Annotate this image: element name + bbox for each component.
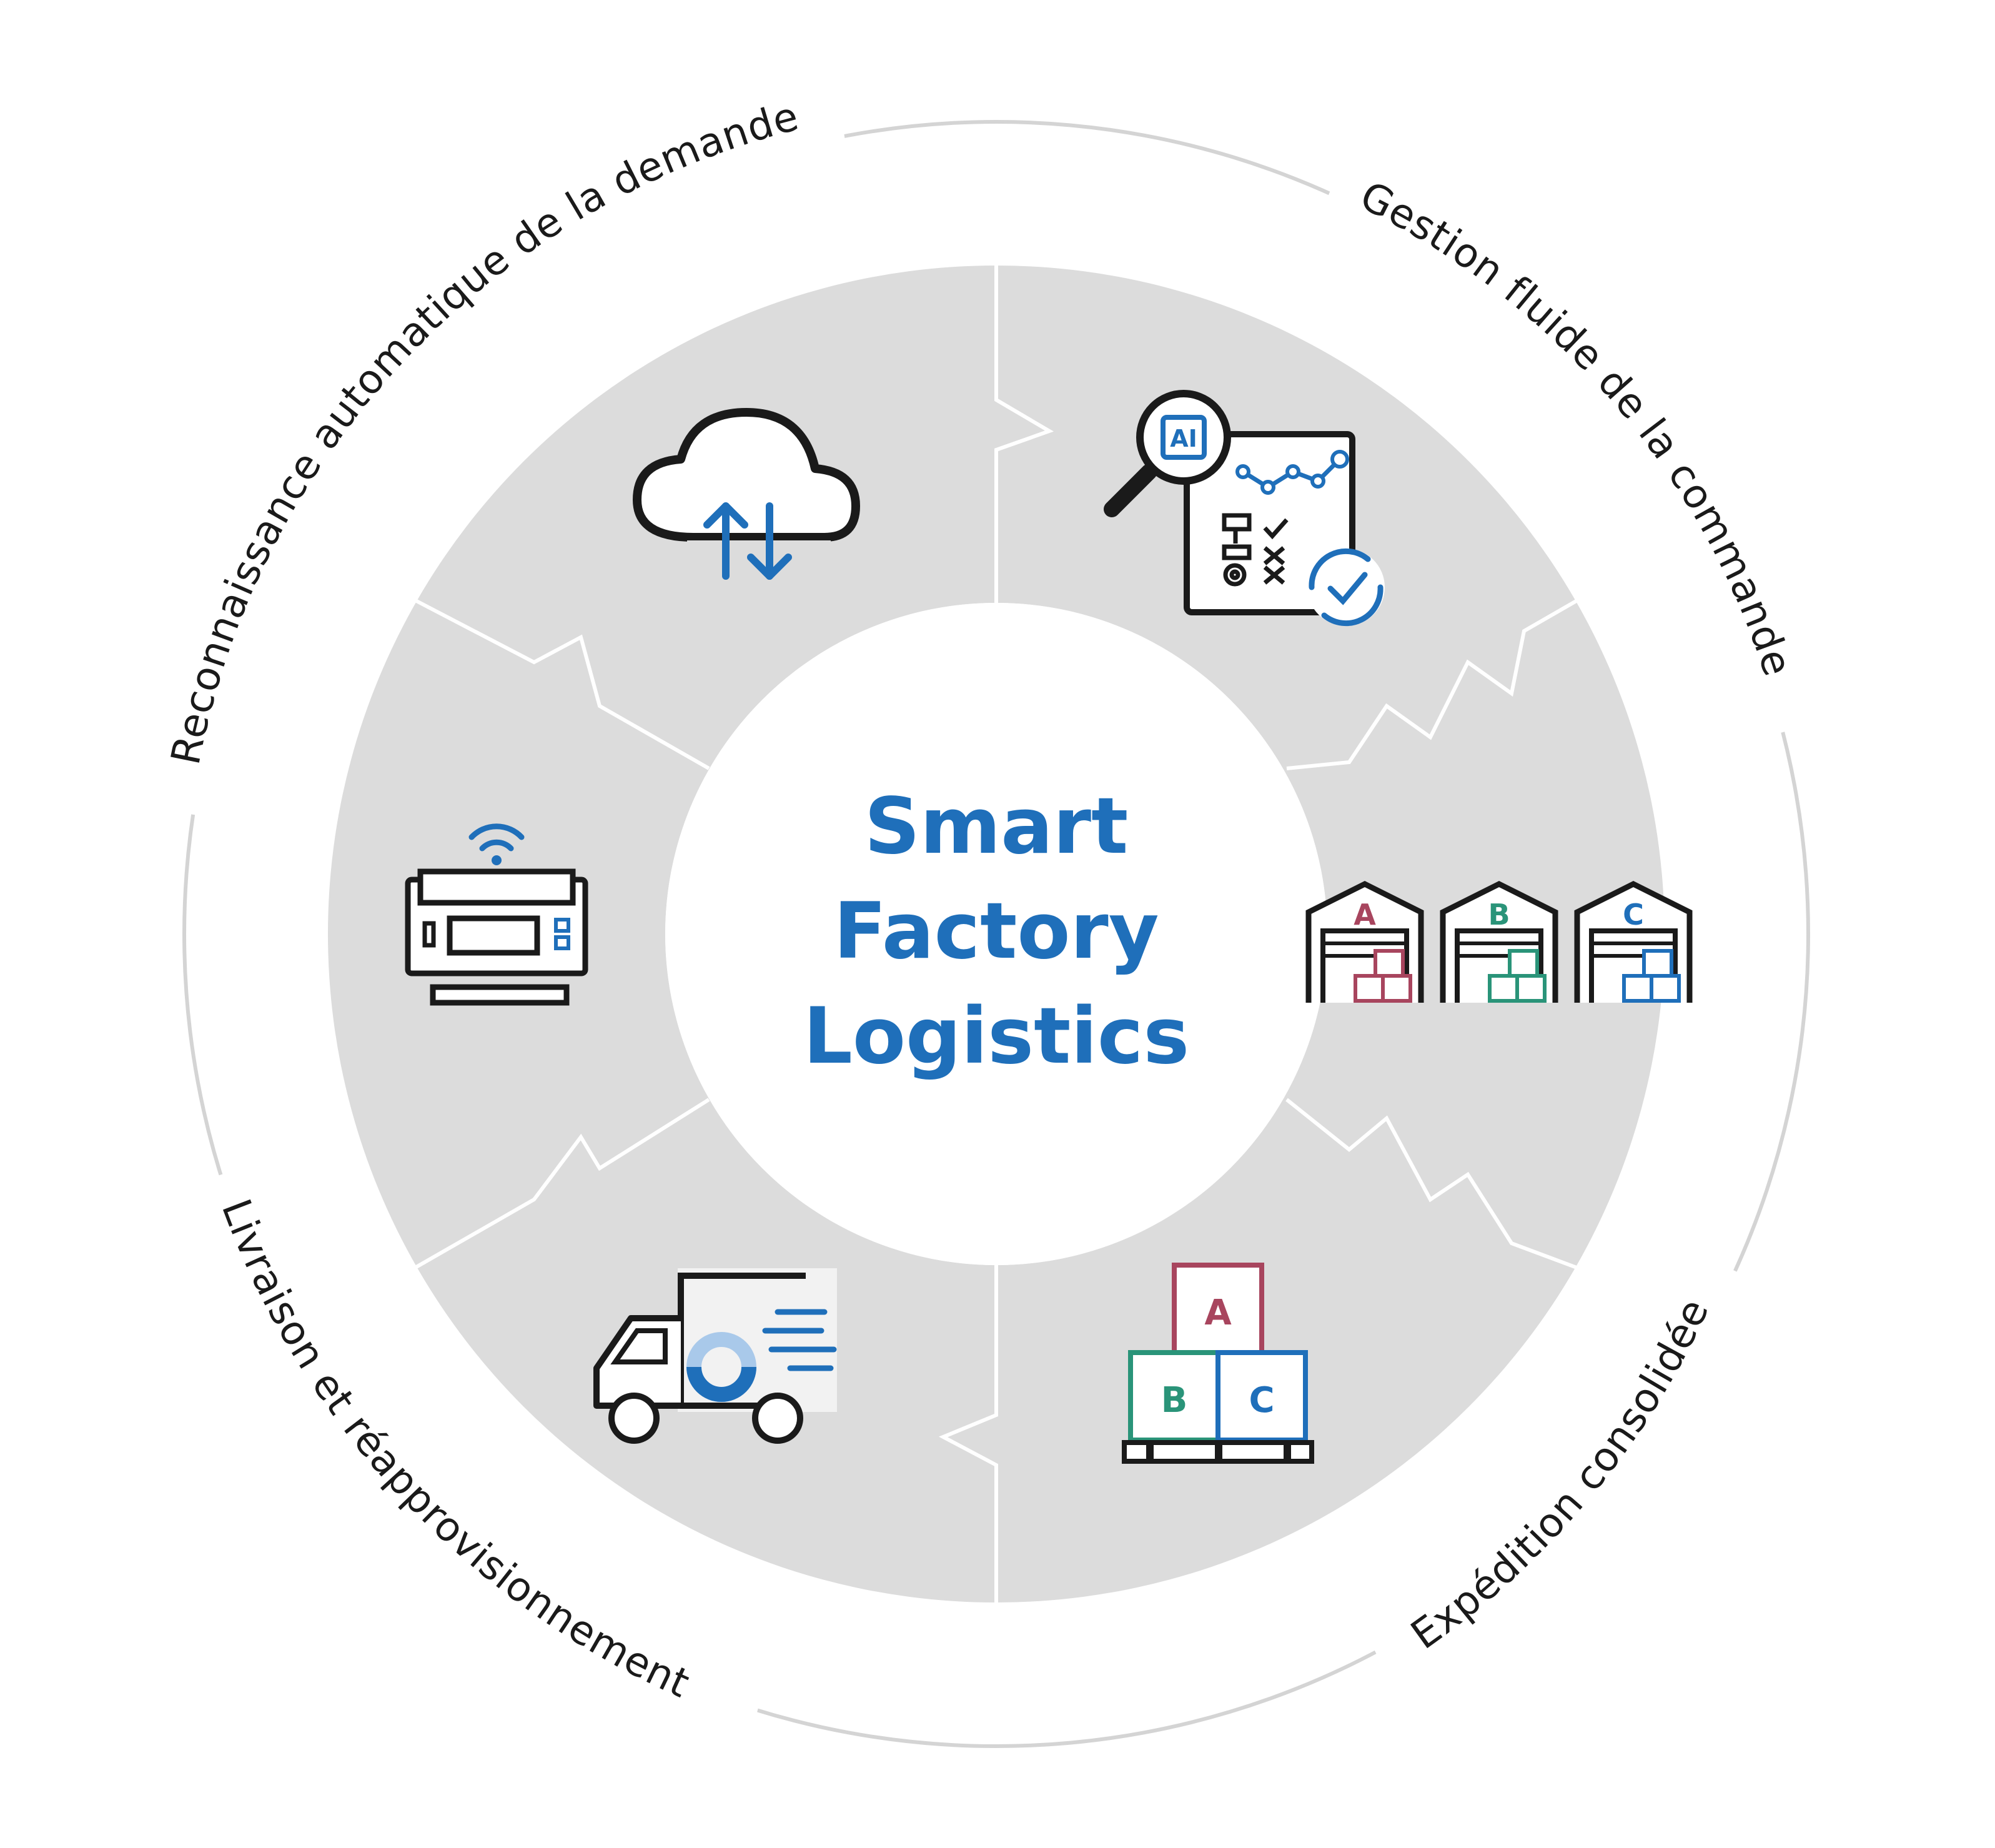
ai-checklist-icon: AI (1104, 390, 1385, 627)
warehouse-a-letter: A (1354, 898, 1376, 931)
delivery-truck-icon (593, 1268, 837, 1444)
label-gap-br (1355, 1254, 1785, 1697)
label-gap-bl (159, 1165, 772, 1751)
label-gap-tl (131, 83, 852, 820)
ai-chip-label: AI (1170, 425, 1197, 452)
box-a-letter: A (1204, 1293, 1232, 1333)
connected-machine-icon (405, 823, 588, 1006)
segment-separators (413, 266, 1580, 1602)
label-gap-tr (1312, 147, 1844, 740)
center-title-line-1: Smart (864, 782, 1129, 872)
warehouse-c-letter: C (1623, 898, 1644, 931)
warehouse-c: C (1574, 880, 1693, 1003)
box-b-letter: B (1161, 1380, 1188, 1421)
warehouse-b: B (1440, 880, 1558, 1003)
warehouse-a: A (1305, 880, 1424, 1003)
outer-ring (182, 120, 1810, 1748)
center-title-line-2: Factory (833, 887, 1159, 976)
pallet-boxes-icon: A B C (1122, 1263, 1314, 1464)
center-title-line-3: Logistics (803, 991, 1189, 1081)
center-circle (665, 603, 1327, 1265)
box-c-letter: C (1249, 1380, 1274, 1421)
warehouse-abc-icon: A B C (1305, 880, 1693, 1003)
warehouse-b-letter: B (1488, 898, 1510, 931)
cloud-sync-icon (633, 408, 860, 580)
